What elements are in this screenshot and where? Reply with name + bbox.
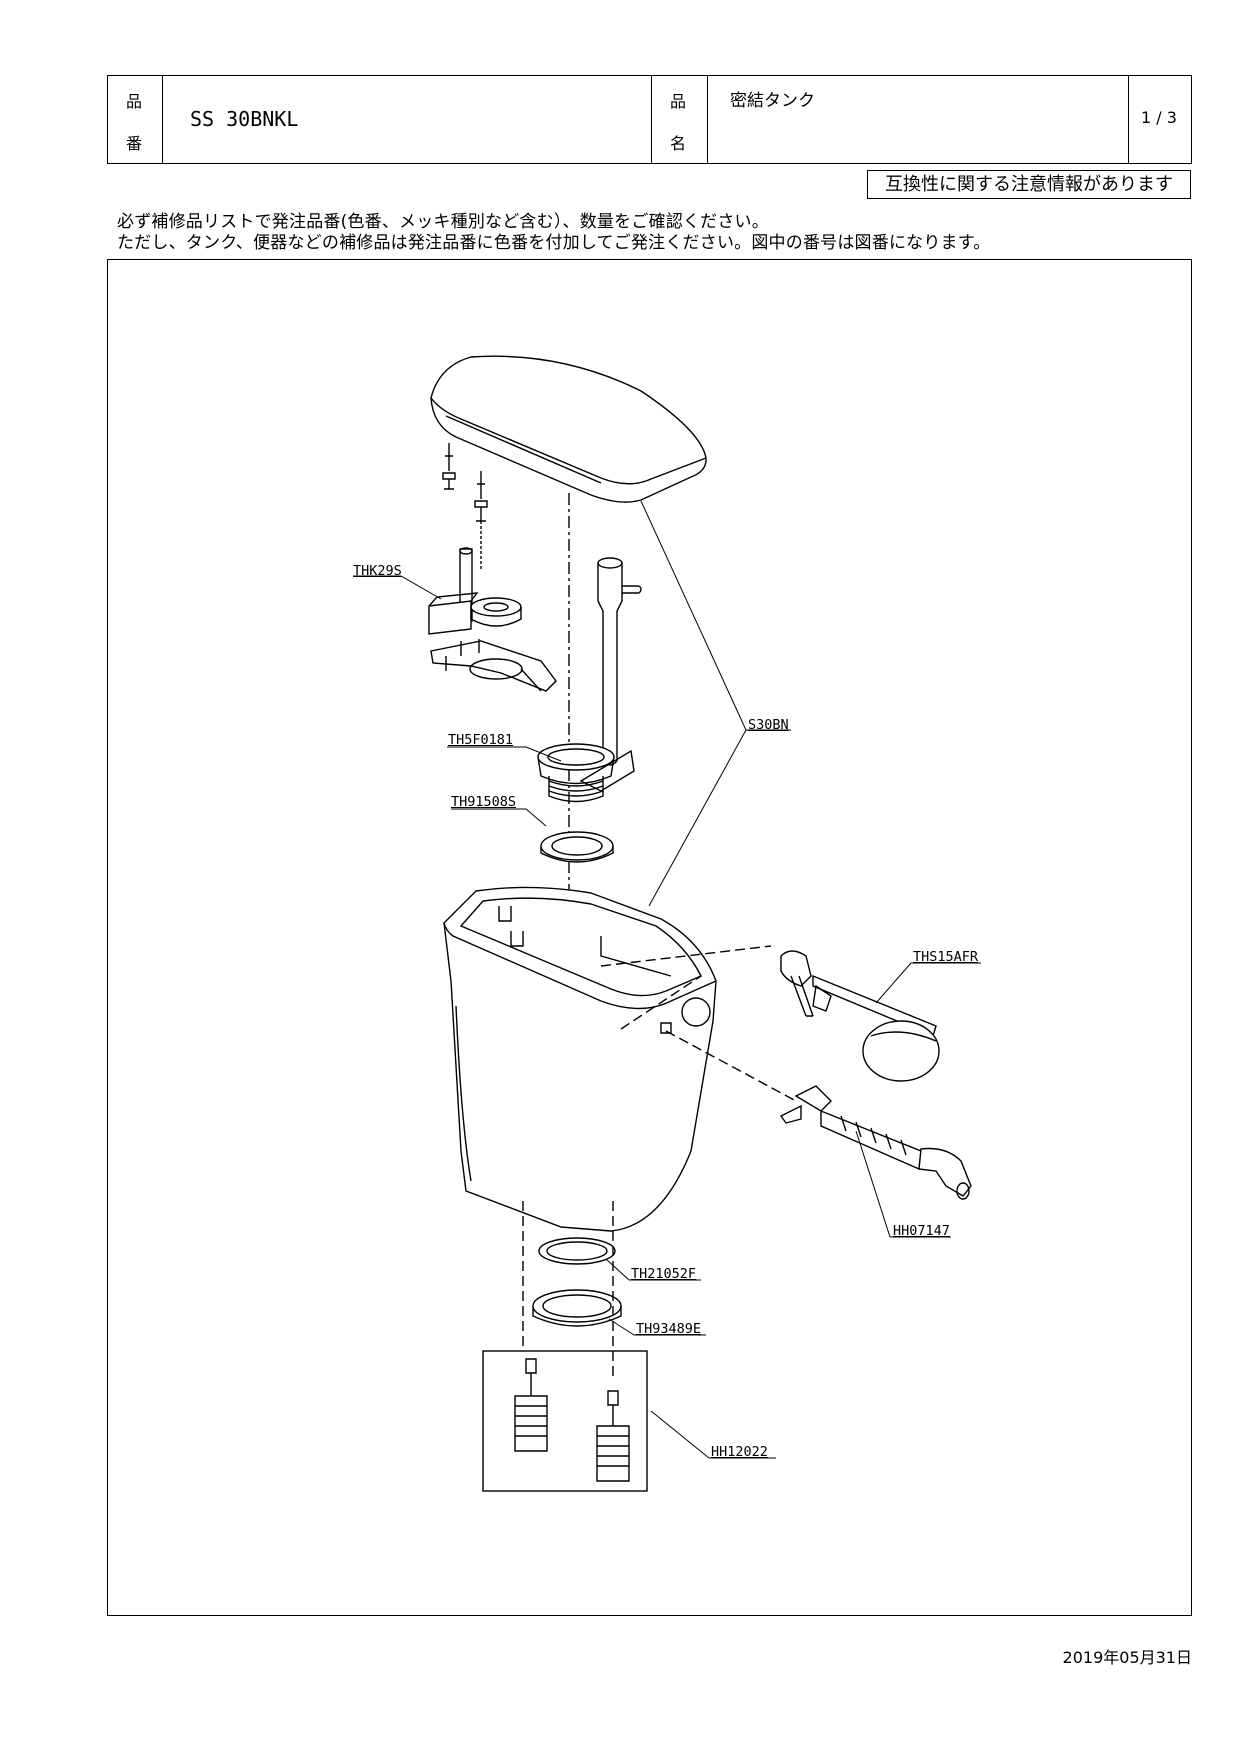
lid-screws	[442, 443, 488, 571]
gasket-th93489e	[532, 1289, 622, 1327]
flush-valve-assembly	[428, 547, 557, 692]
ring-th21052f	[538, 1237, 616, 1265]
instruction-line-1: 必ず補修品リストで発注品番(色番、メッキ種別など含む）、数量をご確認ください。	[117, 212, 769, 232]
part-label-thk29s: THK29S	[353, 563, 402, 579]
part-no: SS 30BNKL	[190, 107, 299, 131]
lever-handle-hh07147	[779, 1085, 972, 1200]
exploded-diagram	[353, 355, 981, 1492]
exploded-diagram-frame: THK29S TH5F0181 TH91508S S30BN THS15AFR …	[107, 259, 1192, 1616]
name-label-cell: 品 名	[652, 76, 708, 163]
part-label-ths15afr: THS15AFR	[913, 949, 979, 965]
part-label-th21052f: TH21052F	[631, 1266, 697, 1282]
part-no-label-2: 番	[126, 134, 143, 153]
valve-seat	[537, 743, 615, 803]
product-name-cell: 密結タンク	[708, 76, 1129, 163]
page-cell: 1 / 3	[1129, 76, 1191, 163]
part-label-hh07147: HH07147	[893, 1223, 950, 1239]
name-label-2: 名	[670, 134, 687, 153]
issue-date: 2019年05月31日	[1062, 1648, 1192, 1667]
part-label-th5f0181: TH5F0181	[448, 732, 514, 748]
page-number: 1 / 3	[1141, 108, 1177, 127]
ball-tap-ths15afr	[780, 950, 940, 1082]
leader-lines	[353, 500, 981, 1459]
part-no-cell: SS 30BNKL	[163, 76, 652, 163]
part-label-s30bn: S30BN	[748, 717, 789, 733]
instruction-line-2: ただし、タンク、便器などの補修品は発注品番に色番を付加してご発注ください。図中の…	[117, 233, 991, 253]
compatibility-notice: 互換性に関する注意情報があります	[867, 170, 1191, 199]
bolt-set-hh12022	[482, 1350, 648, 1492]
part-label-th93489e: TH93489E	[636, 1321, 702, 1337]
overflow-pipe	[579, 557, 642, 792]
tank-body	[443, 886, 717, 1232]
part-no-label-1: 品	[126, 92, 143, 111]
part-label-th91508s: TH91508S	[451, 794, 517, 810]
header-table: 品 番 SS 30BNKL 品 名 密結タンク 1 / 3	[107, 75, 1192, 164]
tank-lid	[430, 355, 707, 503]
gasket-th91508s	[540, 831, 614, 863]
part-no-label-cell: 品 番	[108, 76, 163, 163]
name-label-1: 品	[670, 92, 687, 111]
product-name: 密結タンク	[730, 91, 815, 111]
part-label-hh12022: HH12022	[711, 1444, 768, 1460]
